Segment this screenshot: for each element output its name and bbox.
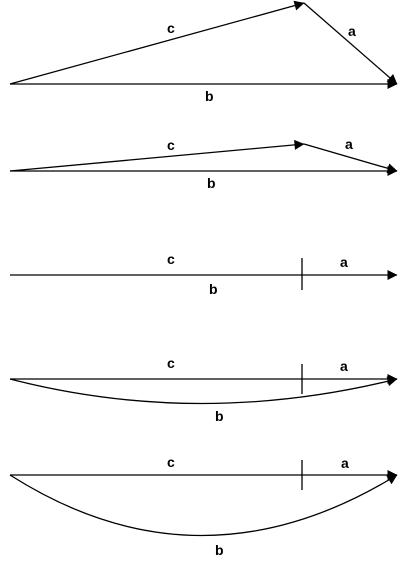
label-a: a [348, 23, 356, 39]
label-b: b [205, 88, 214, 104]
label-c: c [167, 20, 175, 36]
vector-c [9, 139, 305, 172]
label-c: c [167, 355, 175, 371]
label-c: c [167, 137, 175, 153]
label-b: b [215, 542, 224, 558]
label-c: c [167, 454, 175, 470]
vector-a [303, 2, 398, 85]
label-c: c [167, 251, 175, 267]
curve-b [9, 474, 398, 537]
label-a: a [340, 358, 348, 374]
label-b: b [209, 281, 218, 297]
vector-a [303, 143, 398, 174]
vector-c [9, 0, 305, 85]
curve-b [9, 376, 398, 405]
diagram-5: c a b [9, 454, 398, 558]
label-a: a [340, 254, 348, 270]
diagram-1: c a b [9, 0, 398, 104]
diagram-2: c a b [9, 136, 398, 191]
label-a: a [341, 455, 349, 471]
diagram-3: c a b [10, 251, 398, 297]
label-b: b [215, 408, 224, 424]
diagram-4: c a b [9, 355, 398, 424]
label-a: a [345, 136, 353, 152]
label-b: b [207, 175, 216, 191]
